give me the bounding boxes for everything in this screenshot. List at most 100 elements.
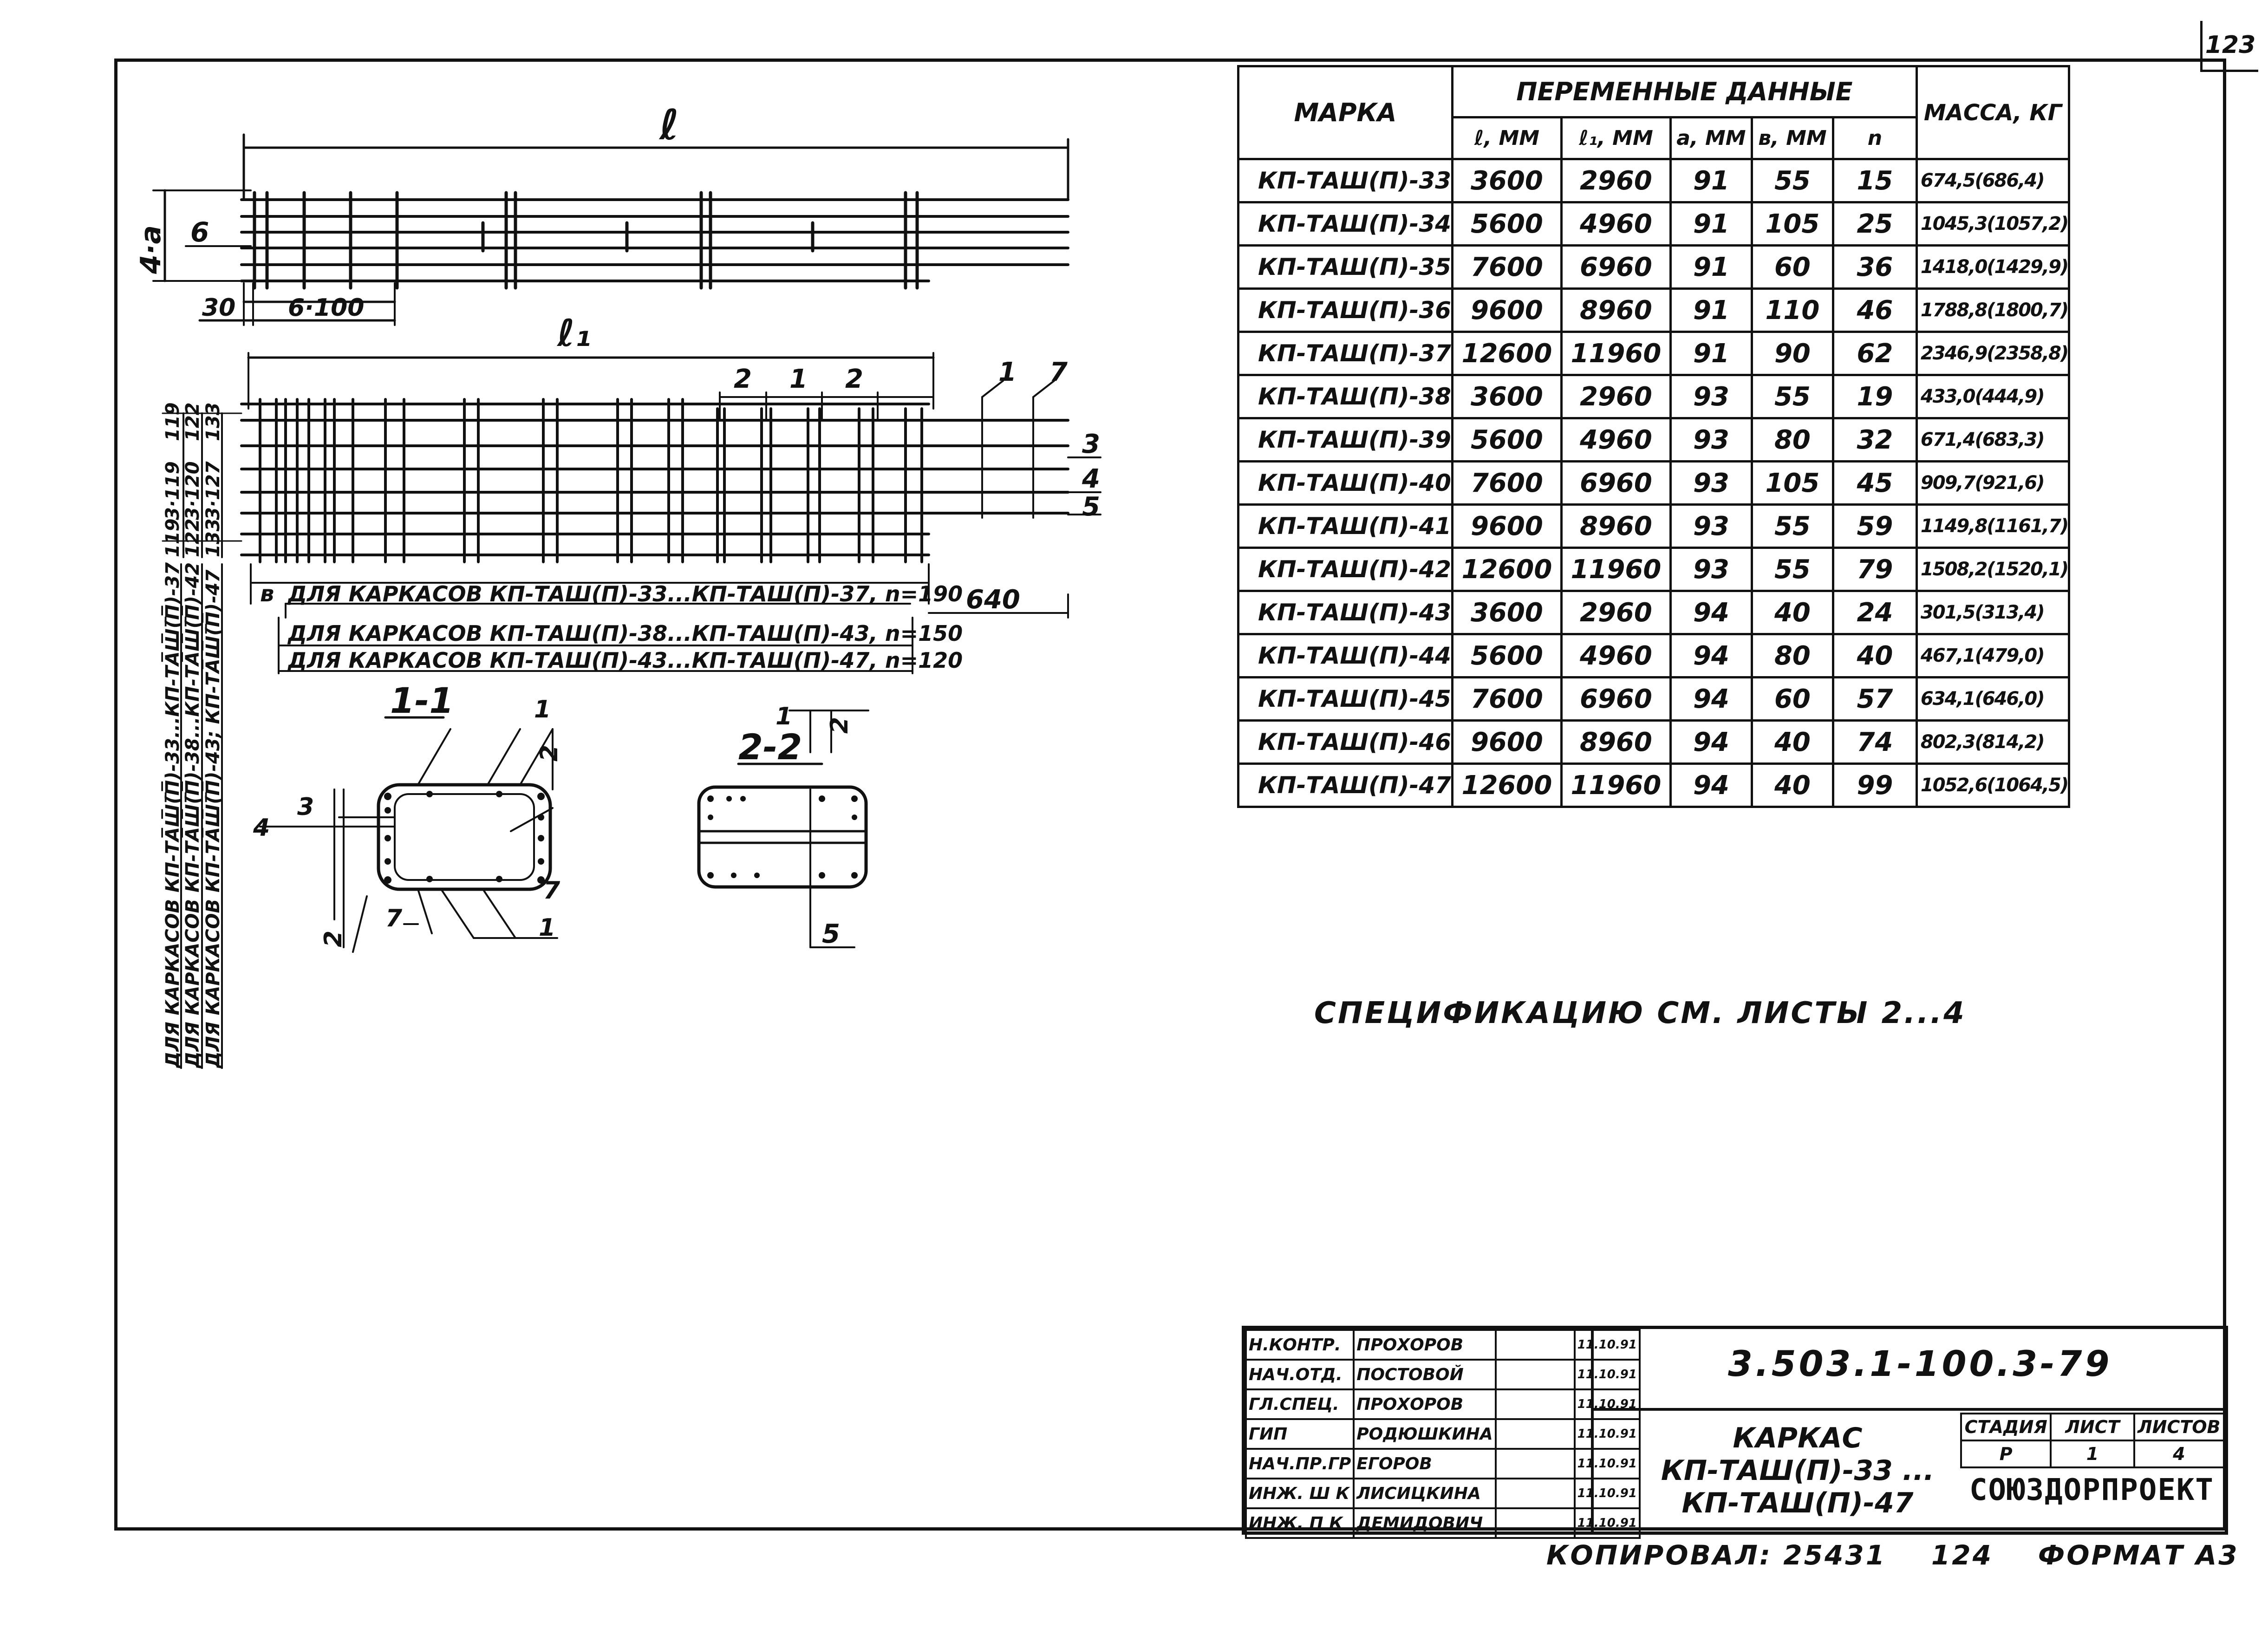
cell-mass: 634,1(646,0) xyxy=(1915,676,2071,722)
title-line-2: КП-ТАШ(П)-33 ... xyxy=(1661,1454,1935,1487)
cell-marka: КП-ТАШ(П)-46 xyxy=(1237,719,1453,765)
cell-l: 12600 xyxy=(1451,547,1563,592)
cell-marka: КП-ТАШ(П)-40 xyxy=(1237,460,1453,506)
dim-6: 6 xyxy=(190,216,209,248)
cell-mass: 674,5(686,4) xyxy=(1915,158,2071,203)
cell-marka: КП-ТАШ(П)-34 xyxy=(1237,201,1453,247)
cell-l: 7600 xyxy=(1451,460,1563,506)
dim-4a: 4·a xyxy=(135,225,167,274)
cell-a: 94 xyxy=(1669,719,1753,765)
sheet-ref: 124 xyxy=(1931,1539,1993,1571)
cell-mass: 301,5(313,4) xyxy=(1915,590,2071,635)
staff-date: 11.10.91 xyxy=(1573,1329,1641,1361)
signature-cell xyxy=(1494,1329,1576,1361)
drawing-title: КАРКАС КП-ТАШ(П)-33 ... КП-ТАШ(П)-47 xyxy=(1607,1422,1988,1519)
signature-cell xyxy=(1494,1388,1576,1420)
cell-mass: 1788,8(1800,7) xyxy=(1915,287,2071,333)
staff-date: 11.10.91 xyxy=(1573,1478,1641,1509)
mark-1: 1 xyxy=(789,364,808,394)
cell-n: 57 xyxy=(1831,676,1918,722)
callout-7: 7 xyxy=(1049,357,1068,387)
staff-name: ЛИСИЦКИНА xyxy=(1353,1478,1497,1509)
sheets-header: ЛИСТОВ xyxy=(2133,1413,2225,1441)
stage-header: СТАДИЯ xyxy=(1960,1413,2052,1441)
title-block-divider xyxy=(1591,1329,1594,1531)
cell-b: 110 xyxy=(1750,287,1834,333)
cell-l1: 11960 xyxy=(1560,331,1672,376)
left-dim-7: 133 xyxy=(202,519,224,558)
cell-l: 3600 xyxy=(1451,158,1563,203)
copy-number: 25431 xyxy=(1783,1539,1887,1571)
cell-marka: КП-ТАШ(П)-44 xyxy=(1237,633,1453,678)
cell-marka: КП-ТАШ(П)-33 xyxy=(1237,158,1453,203)
cell-mass: 2346,9(2358,8) xyxy=(1915,331,2071,376)
signature-cell xyxy=(1494,1359,1576,1390)
cell-n: 24 xyxy=(1831,590,1918,635)
cell-l: 9600 xyxy=(1451,503,1563,549)
cell-l: 7600 xyxy=(1451,676,1563,722)
cell-l1: 2960 xyxy=(1560,158,1672,203)
section-2-callout-3: 5 xyxy=(822,919,840,949)
drawing-frame xyxy=(114,59,2226,1531)
frame-note-3: ДЛЯ КАРКАСОВ КП-ТАШ(П)-43...КП-ТАШ(П)-47… xyxy=(287,648,963,673)
cell-a: 94 xyxy=(1669,590,1753,635)
staff-name: ПРОХОРОВ xyxy=(1353,1329,1497,1361)
organization-name: СОЮЗДОРПРОЕКТ xyxy=(1969,1473,2214,1507)
mark-2b: 2 xyxy=(845,364,863,394)
section-1-title: 1-1 xyxy=(390,680,454,721)
title-line-3: КП-ТАШ(П)-47 xyxy=(1681,1487,1914,1519)
cell-n: 19 xyxy=(1831,374,1918,419)
callout-5: 5 xyxy=(1082,492,1100,522)
cell-l: 5600 xyxy=(1451,201,1563,247)
header-variable-data: ПЕРЕМЕННЫЕ ДАННЫЕ xyxy=(1451,65,1918,118)
cell-a: 91 xyxy=(1669,331,1753,376)
left-dim-4: 122 xyxy=(182,519,203,558)
cell-n: 32 xyxy=(1831,417,1918,463)
page-number: 123 xyxy=(2200,21,2258,72)
copied-by-label: КОПИРОВАЛ: xyxy=(1546,1539,1773,1571)
cell-a: 94 xyxy=(1669,676,1753,722)
dim-30: 30 xyxy=(202,294,235,322)
cell-l1: 4960 xyxy=(1560,201,1672,247)
label-l1: ℓ₁ xyxy=(556,312,591,355)
header-l: ℓ, ММ xyxy=(1451,116,1563,160)
cell-b: 55 xyxy=(1750,158,1834,203)
cell-b: 60 xyxy=(1750,676,1834,722)
section-1-callout-3: 3 xyxy=(297,793,314,821)
cell-a: 94 xyxy=(1669,762,1753,808)
cell-marka: КП-ТАШ(П)-42 xyxy=(1237,547,1453,592)
left-dim-9: 133 xyxy=(202,403,224,442)
header-mass: МАССА, КГ xyxy=(1915,65,2071,160)
staff-role: Н.КОНТР. xyxy=(1245,1329,1355,1361)
section-1-callout-6: 7 xyxy=(543,877,560,905)
staff-role: ГИП xyxy=(1245,1418,1355,1450)
cell-n: 40 xyxy=(1831,633,1918,678)
cell-b: 80 xyxy=(1750,633,1834,678)
title-block-rule xyxy=(1591,1408,2228,1411)
cell-l1: 11960 xyxy=(1560,762,1672,808)
header-b: в, ММ xyxy=(1750,116,1834,160)
left-dim-5: 3·120 xyxy=(182,461,203,520)
cell-b: 40 xyxy=(1750,719,1834,765)
cell-mass: 1045,3(1057,2) xyxy=(1915,201,2071,247)
cell-l1: 4960 xyxy=(1560,417,1672,463)
signature-cell xyxy=(1494,1507,1576,1539)
cell-b: 55 xyxy=(1750,374,1834,419)
cell-l1: 8960 xyxy=(1560,503,1672,549)
cell-a: 91 xyxy=(1669,244,1753,290)
cell-l1: 8960 xyxy=(1560,719,1672,765)
vertical-note-1: ДЛЯ КАРКАСОВ КП-ТА̅Ш̅(̅П̅)-33...КП-ТА̅Ш̅… xyxy=(161,562,183,1069)
cell-mass: 1418,0(1429,9) xyxy=(1915,244,2071,290)
section-1-callout-4: 4 xyxy=(253,814,270,842)
